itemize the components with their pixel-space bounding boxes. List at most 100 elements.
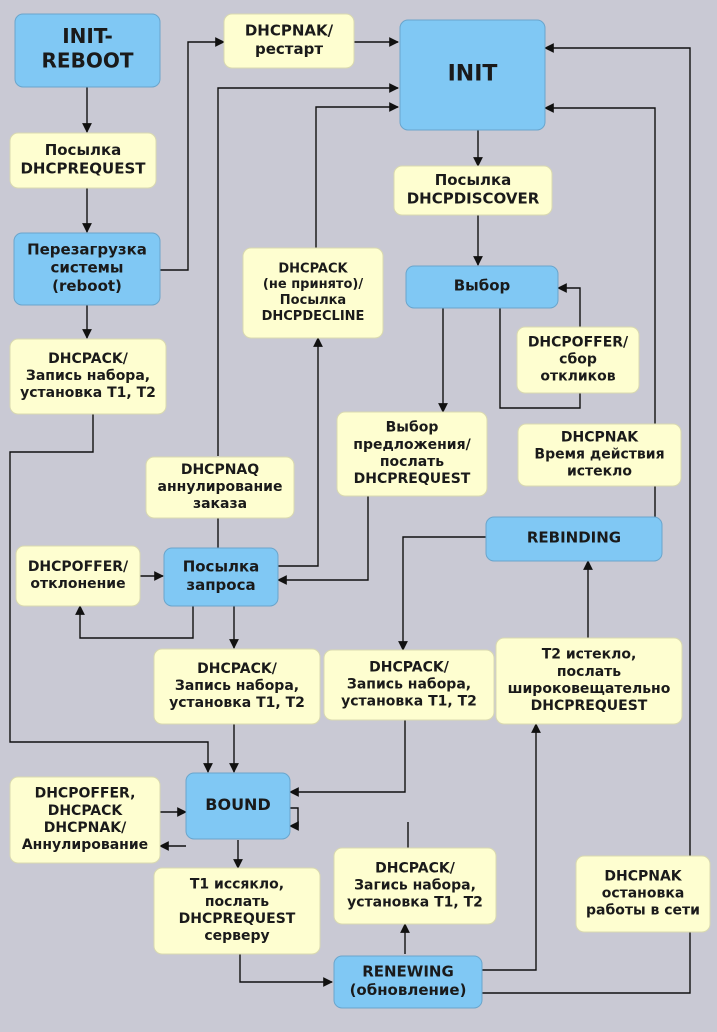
transition-label-ack-record-2: DHCPACK/Запись набора,установка T1, T2 — [153, 648, 321, 725]
node-text-line: сбор — [559, 351, 597, 367]
edge-reboot-to-nakrestart — [160, 37, 225, 271]
transition-label-t2-expired: T2 истекло,послатьшироковещательноDHCPRE… — [495, 637, 683, 725]
node-box — [14, 13, 161, 88]
node-box — [517, 423, 682, 487]
node-box — [242, 247, 384, 339]
node-text-line: Выбор — [454, 277, 511, 295]
transition-label-nak-restart: DHCPNAK/рестарт — [223, 13, 355, 69]
node-text-line: REBOOT — [42, 49, 134, 73]
node-text-line: DHCPACK/ — [369, 659, 450, 675]
state-init-reboot: INIT-REBOOT — [14, 13, 161, 88]
node-box — [516, 326, 640, 394]
node-box — [15, 545, 141, 607]
node-box — [9, 338, 167, 415]
node-text-line: DHCPOFFER/ — [28, 559, 129, 575]
node-text-line: послать — [380, 454, 444, 470]
edge-ack3-to-bound — [289, 720, 406, 797]
node-box — [399, 19, 546, 131]
node-text-line: запроса — [186, 576, 255, 594]
node-text-line: DHCPREQUEST — [531, 698, 648, 714]
node-text-line: установка T1, T2 — [347, 894, 483, 910]
transition-label-ack-record-3: DHCPACK/Запись набора,установка T1, T2 — [323, 649, 495, 721]
node-box — [13, 232, 161, 306]
node-text-line: Посылка — [45, 141, 122, 159]
node-text-line: остановка — [602, 885, 685, 901]
edge-bound-self — [289, 807, 299, 831]
state-bound: BOUND — [185, 772, 291, 840]
node-text-line: DHCPACK/ — [375, 860, 456, 876]
node-text-line: RENEWING — [362, 962, 454, 980]
node-text-line: Посылка — [435, 171, 512, 189]
edge-selectoffer-to-requesting — [277, 496, 369, 585]
node-box — [405, 265, 559, 309]
edge-ack1-to-bound — [9, 414, 213, 773]
node-text-line: DHCPREQUEST — [354, 471, 471, 487]
node-text-line: Посылка — [280, 293, 346, 308]
node-text-line: Запись набора, — [175, 678, 299, 694]
node-text-line: (не принято)/ — [263, 277, 363, 292]
edge-offer-loop — [499, 283, 581, 409]
edge-renewing-to-init — [482, 43, 691, 994]
node-text-line: (reboot) — [52, 277, 122, 295]
node-text-line: отклонение — [30, 576, 125, 592]
node-text-line: Аннулирование — [22, 837, 148, 853]
node-box — [575, 855, 711, 933]
node-text-line: послать — [205, 894, 269, 910]
state-select: Выбор — [405, 265, 559, 309]
node-text-line: системы — [51, 259, 124, 277]
node-text-line: DHCPOFFER, — [35, 786, 136, 802]
node-text-line: DHCPREQUEST — [179, 911, 296, 927]
node-text-line: DHCPDISCOVER — [407, 189, 540, 207]
edge-rebinding-to-nakexpired — [544, 103, 656, 518]
node-box — [485, 516, 663, 562]
node-text-line: Запись набора, — [26, 368, 150, 384]
node-text-line: DHCPNAK — [604, 868, 682, 884]
node-text-line: Запись набора, — [347, 676, 471, 692]
node-box — [336, 411, 488, 497]
node-text-line: предложения/ — [353, 437, 471, 453]
node-box — [9, 132, 157, 189]
node-text-line: установка T1, T2 — [20, 385, 156, 401]
node-text-line: серверу — [204, 928, 269, 944]
node-text-line: Время действия — [534, 446, 664, 462]
node-text-line: DHCPDECLINE — [262, 309, 365, 324]
edge-renewing-to-t2 — [480, 723, 541, 971]
node-box — [163, 547, 279, 607]
node-text-line: DHCPACK — [48, 803, 124, 819]
node-text-line: истекло — [567, 463, 632, 479]
node-text-line: DHCPACK/ — [197, 661, 278, 677]
node-text-line: DHCPACK/ — [48, 351, 129, 367]
node-box — [333, 847, 497, 925]
transition-label-offer-reject: DHCPOFFER/отклонение — [15, 545, 141, 607]
edge-decline-to-init — [315, 102, 399, 248]
node-box — [333, 955, 483, 1009]
node-box — [393, 165, 553, 216]
node-box — [223, 13, 355, 69]
node-box — [153, 867, 321, 955]
node-text-line: работы в сети — [586, 902, 700, 918]
node-text-line: DHCPNAK — [561, 429, 639, 445]
node-text-line: T1 иссякло, — [190, 877, 284, 893]
node-text-line: Посылка — [183, 557, 260, 575]
node-text-line: DHCPOFFER/ — [528, 334, 629, 350]
transition-label-ack-record-4: DHCPACK/Загись набора,установка T1, T2 — [333, 847, 497, 925]
node-text-line: аннулирование — [158, 479, 283, 495]
node-box — [323, 649, 495, 721]
node-box — [495, 637, 683, 725]
node-text-line: INIT — [448, 61, 498, 86]
edge-naq-to-init — [217, 83, 399, 456]
node-box — [153, 648, 321, 725]
node-text-line: установка T1, T2 — [341, 693, 477, 709]
